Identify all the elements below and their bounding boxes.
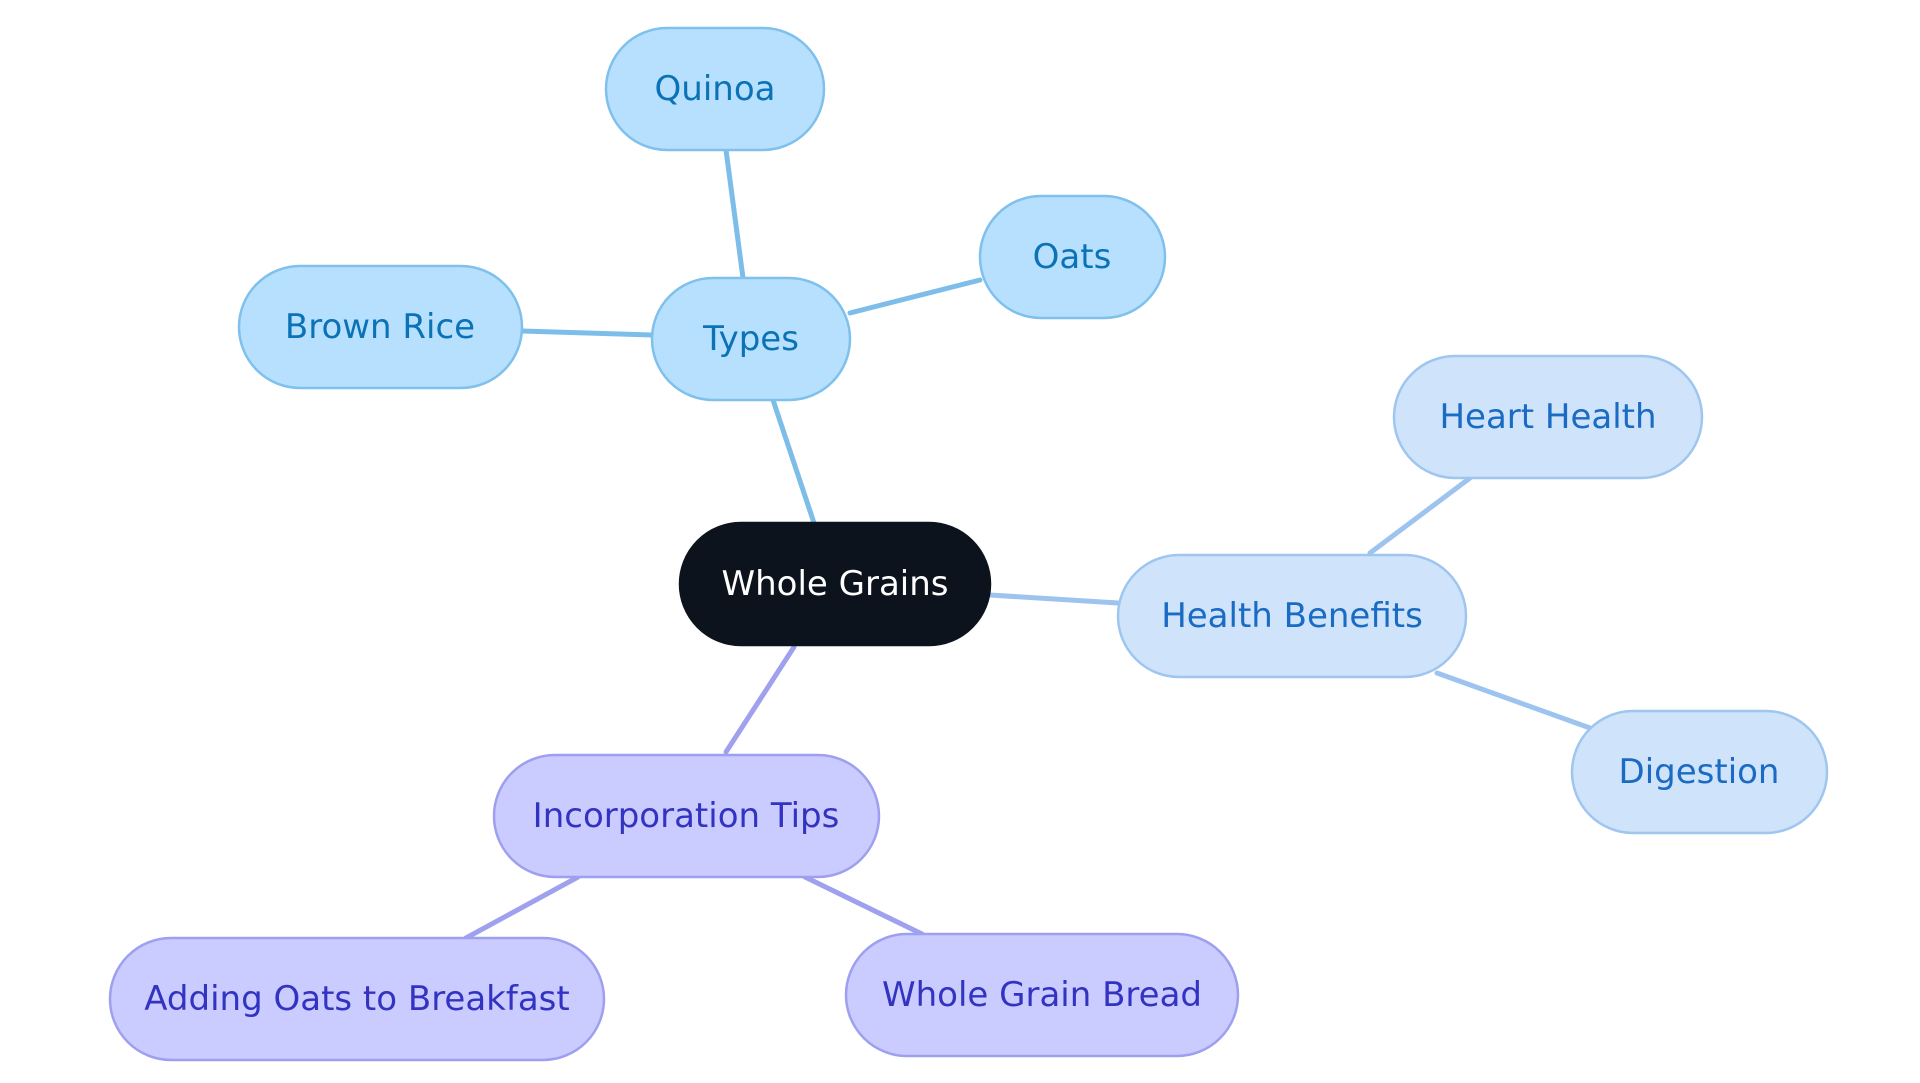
root-node[interactable]: Whole Grains xyxy=(678,521,992,647)
heart-health-node-label: Heart Health xyxy=(1439,397,1656,437)
edge-root-health xyxy=(987,592,1121,606)
brown-rice-node-label: Brown Rice xyxy=(285,307,475,347)
incorporation-tips-node[interactable]: Incorporation Tips xyxy=(492,753,881,879)
adding-oats-node[interactable]: Adding Oats to Breakfast xyxy=(108,936,606,1062)
quinoa-node-label: Quinoa xyxy=(655,69,776,109)
quinoa-node[interactable]: Quinoa xyxy=(604,26,826,152)
brown-rice-node[interactable]: Brown Rice xyxy=(237,264,524,390)
oats-node[interactable]: Oats xyxy=(978,194,1167,320)
oats-node-label: Oats xyxy=(1033,237,1112,277)
types-node-label: Types xyxy=(702,319,799,359)
health-benefits-node-label: Health Benefits xyxy=(1161,596,1423,636)
edge-health-digestion xyxy=(1434,670,1593,731)
types-node[interactable]: Types xyxy=(650,276,852,402)
edge-tips-bread xyxy=(802,874,925,937)
incorporation-tips-node-label: Incorporation Tips xyxy=(533,796,840,836)
edge-types-quinoa xyxy=(723,147,746,281)
root-node-label: Whole Grains xyxy=(721,564,948,604)
edge-types-brown-rice xyxy=(519,328,655,338)
edge-root-types xyxy=(770,397,817,526)
edges xyxy=(463,147,1593,941)
health-benefits-node[interactable]: Health Benefits xyxy=(1116,553,1468,679)
edge-root-tips xyxy=(723,644,797,755)
edge-tips-oats-breakfast xyxy=(463,874,581,941)
digestion-node[interactable]: Digestion xyxy=(1570,709,1829,835)
heart-health-node[interactable]: Heart Health xyxy=(1392,354,1704,480)
digestion-node-label: Digestion xyxy=(1619,752,1780,792)
whole-grain-bread-node-label: Whole Grain Bread xyxy=(882,975,1202,1015)
adding-oats-node-label: Adding Oats to Breakfast xyxy=(144,979,569,1019)
whole-grain-bread-node[interactable]: Whole Grain Bread xyxy=(844,932,1240,1058)
edge-types-oats xyxy=(847,277,983,316)
edge-health-heart xyxy=(1367,475,1473,556)
